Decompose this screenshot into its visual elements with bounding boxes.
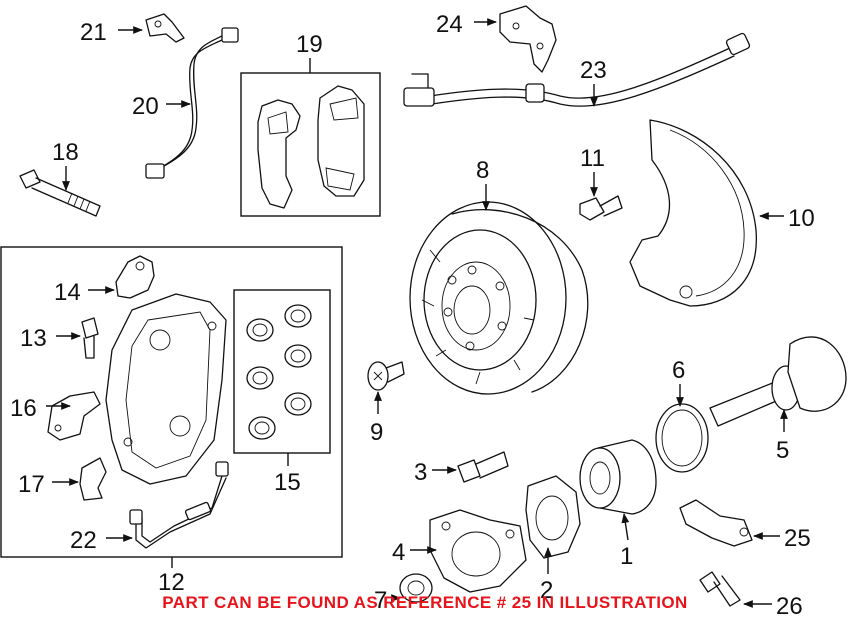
callout-6: 6 <box>672 357 685 384</box>
callout-11: 11 <box>580 145 605 172</box>
brake-line-22 <box>129 461 229 549</box>
callout-15: 15 <box>274 469 301 496</box>
callout-8: 8 <box>476 157 489 184</box>
screw-9 <box>367 361 405 391</box>
callout-7: 7 <box>374 587 387 614</box>
callout-14: 14 <box>54 279 81 306</box>
clip-17 <box>79 457 107 501</box>
callout-26: 26 <box>776 593 803 620</box>
callout-19: 19 <box>296 31 323 58</box>
bolt-3 <box>457 451 509 483</box>
reference-notice: PART CAN BE FOUND AS REFERENCE # 25 IN I… <box>162 593 688 612</box>
callout-1: 1 <box>620 543 633 570</box>
bracket-24 <box>499 5 557 73</box>
callout-4: 4 <box>392 539 405 566</box>
plate-2 <box>525 475 581 559</box>
dust-shield-10 <box>629 119 757 307</box>
piston-seals-15 <box>246 304 312 440</box>
callout-18: 18 <box>52 139 79 166</box>
callout-10: 10 <box>788 205 815 232</box>
tone-ring-6 <box>655 403 709 473</box>
bracket-21 <box>145 13 185 43</box>
brake-hose-23 <box>403 32 751 107</box>
speed-sensor-25 <box>679 499 753 547</box>
part-7 <box>399 573 433 603</box>
callout-13: 13 <box>20 325 47 352</box>
callout-21: 21 <box>80 19 107 46</box>
brake-rotor-8 <box>409 201 589 395</box>
bolt-18 <box>19 169 101 217</box>
caliper-body <box>105 293 227 485</box>
callout-12: 12 <box>158 569 185 596</box>
bleeder-13 <box>81 317 99 359</box>
callout-16: 16 <box>10 395 37 422</box>
clip-16 <box>47 391 101 441</box>
callout-9: 9 <box>370 419 383 446</box>
leader-lines <box>46 18 788 608</box>
axle-5 <box>709 336 847 427</box>
wear-sensor-20 <box>145 27 239 179</box>
callout-25: 25 <box>784 525 811 552</box>
hub-carrier-4 <box>429 509 527 593</box>
callout-17: 17 <box>18 471 45 498</box>
bolt-11 <box>579 195 623 221</box>
callout-23: 23 <box>580 57 607 84</box>
bolt-26 <box>699 571 741 607</box>
callout-20: 20 <box>132 93 159 120</box>
bracket-14 <box>115 255 155 299</box>
callout-24: 24 <box>436 11 463 38</box>
callout-2: 2 <box>540 577 553 604</box>
callout-5: 5 <box>776 437 789 464</box>
piston-seal-group-box <box>233 289 331 454</box>
callout-3: 3 <box>414 459 427 486</box>
wheel-bearing-1 <box>579 439 657 515</box>
callout-22: 22 <box>70 527 97 554</box>
brake-pads-19 <box>257 85 365 209</box>
